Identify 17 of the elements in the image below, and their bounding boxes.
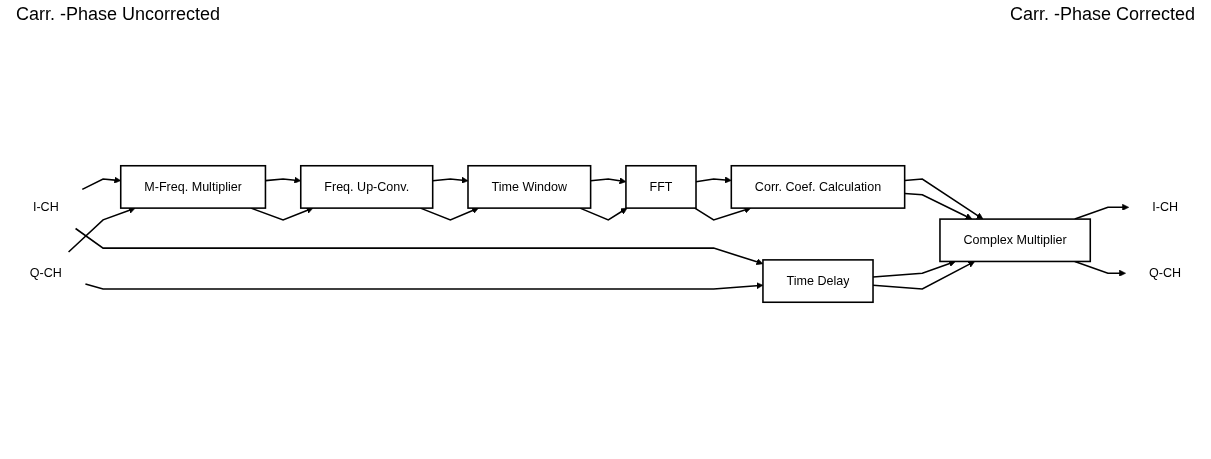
arrow xyxy=(694,206,752,221)
node-box: Time Window xyxy=(467,164,592,209)
node-box: Complex Multiplier xyxy=(939,218,1092,263)
node-box: FFT xyxy=(625,164,697,209)
arrow xyxy=(1074,260,1126,277)
node-text: Q-CH xyxy=(29,266,62,280)
arrow xyxy=(1074,203,1130,220)
note-text: Carr. -Phase Uncorrected xyxy=(16,4,221,25)
node-box: Corr. Coef. Calculation xyxy=(730,164,906,209)
node-box: Time Delay xyxy=(762,259,874,304)
node-box: M-Freq. Multiplier xyxy=(119,164,267,209)
node-box: Freq. Up-Conv. xyxy=(299,164,434,209)
note-text: Carr. -Phase Corrected xyxy=(1009,4,1195,25)
arrow xyxy=(67,207,136,253)
node-text: I-CH xyxy=(32,200,59,214)
node-text: Q-CH xyxy=(1149,266,1182,280)
node-text: I-CH xyxy=(1152,200,1179,214)
